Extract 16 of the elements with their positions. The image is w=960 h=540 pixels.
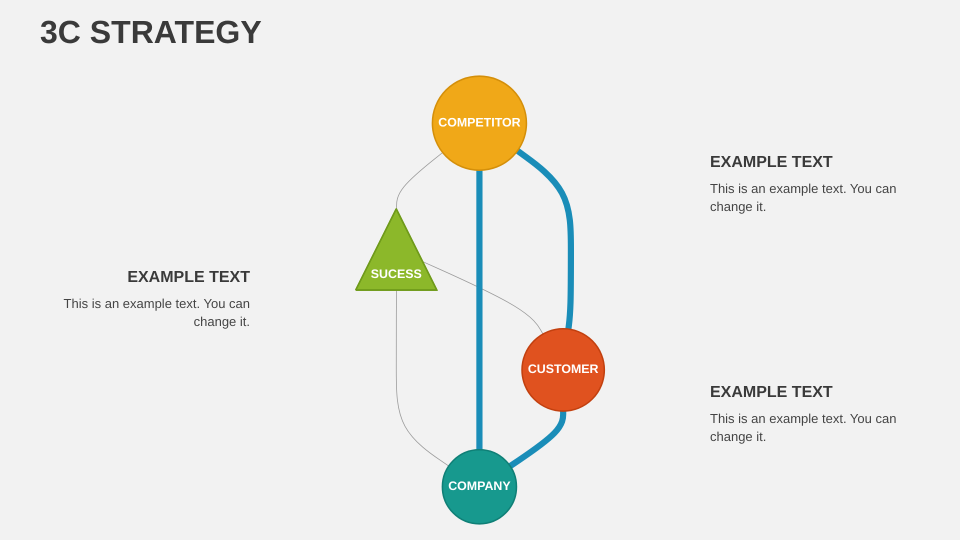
- connector: [508, 411, 566, 469]
- node-circle: CUSTOMER: [521, 328, 606, 412]
- note-heading: EXAMPLE TEXT: [710, 154, 834, 172]
- title: 3C STRATEGY: [40, 14, 262, 51]
- note-heading: EXAMPLE TEXT: [126, 269, 250, 288]
- note-text: This is an example text. You can change it.: [62, 295, 250, 331]
- note-heading: EXAMPLE TEXT: [710, 384, 834, 402]
- connector: [396, 290, 450, 466]
- connector: [396, 152, 444, 210]
- node-circle: COMPETITOR: [432, 75, 528, 171]
- note-text: This is an example text. You can change it.: [710, 410, 898, 446]
- connector: [476, 170, 483, 450]
- note-text: This is an example text. You can change it.: [710, 180, 898, 216]
- connector: [516, 148, 574, 330]
- node-circle: COMPANY: [442, 449, 518, 525]
- connector: [422, 261, 544, 334]
